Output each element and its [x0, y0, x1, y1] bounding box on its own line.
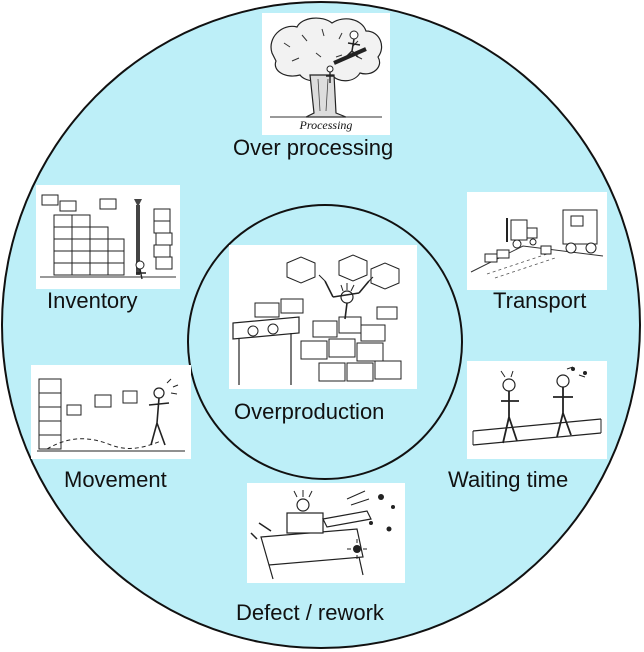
walking-worker-illustration [31, 365, 191, 459]
waiting-time-label: Waiting time [448, 467, 569, 492]
over-processing-label: Over processing [233, 135, 394, 160]
defect-rework-label: Defect / rework [236, 600, 384, 625]
overproduction-conveyor-illustration [229, 245, 417, 389]
tree-sawing-illustration: Processing [262, 13, 390, 135]
defect-machine-illustration [247, 483, 405, 583]
transport-label: Transport [493, 288, 587, 313]
overproduction-label: Overproduction [234, 399, 385, 424]
inventory-label: Inventory [47, 288, 138, 313]
waiting-workers-illustration [467, 361, 607, 459]
inner-circle [187, 204, 463, 480]
processing-caption: Processing [299, 118, 353, 132]
movement-label: Movement [64, 467, 167, 492]
forklift-truck-illustration [467, 192, 607, 290]
stacked-boxes-illustration [36, 185, 180, 289]
